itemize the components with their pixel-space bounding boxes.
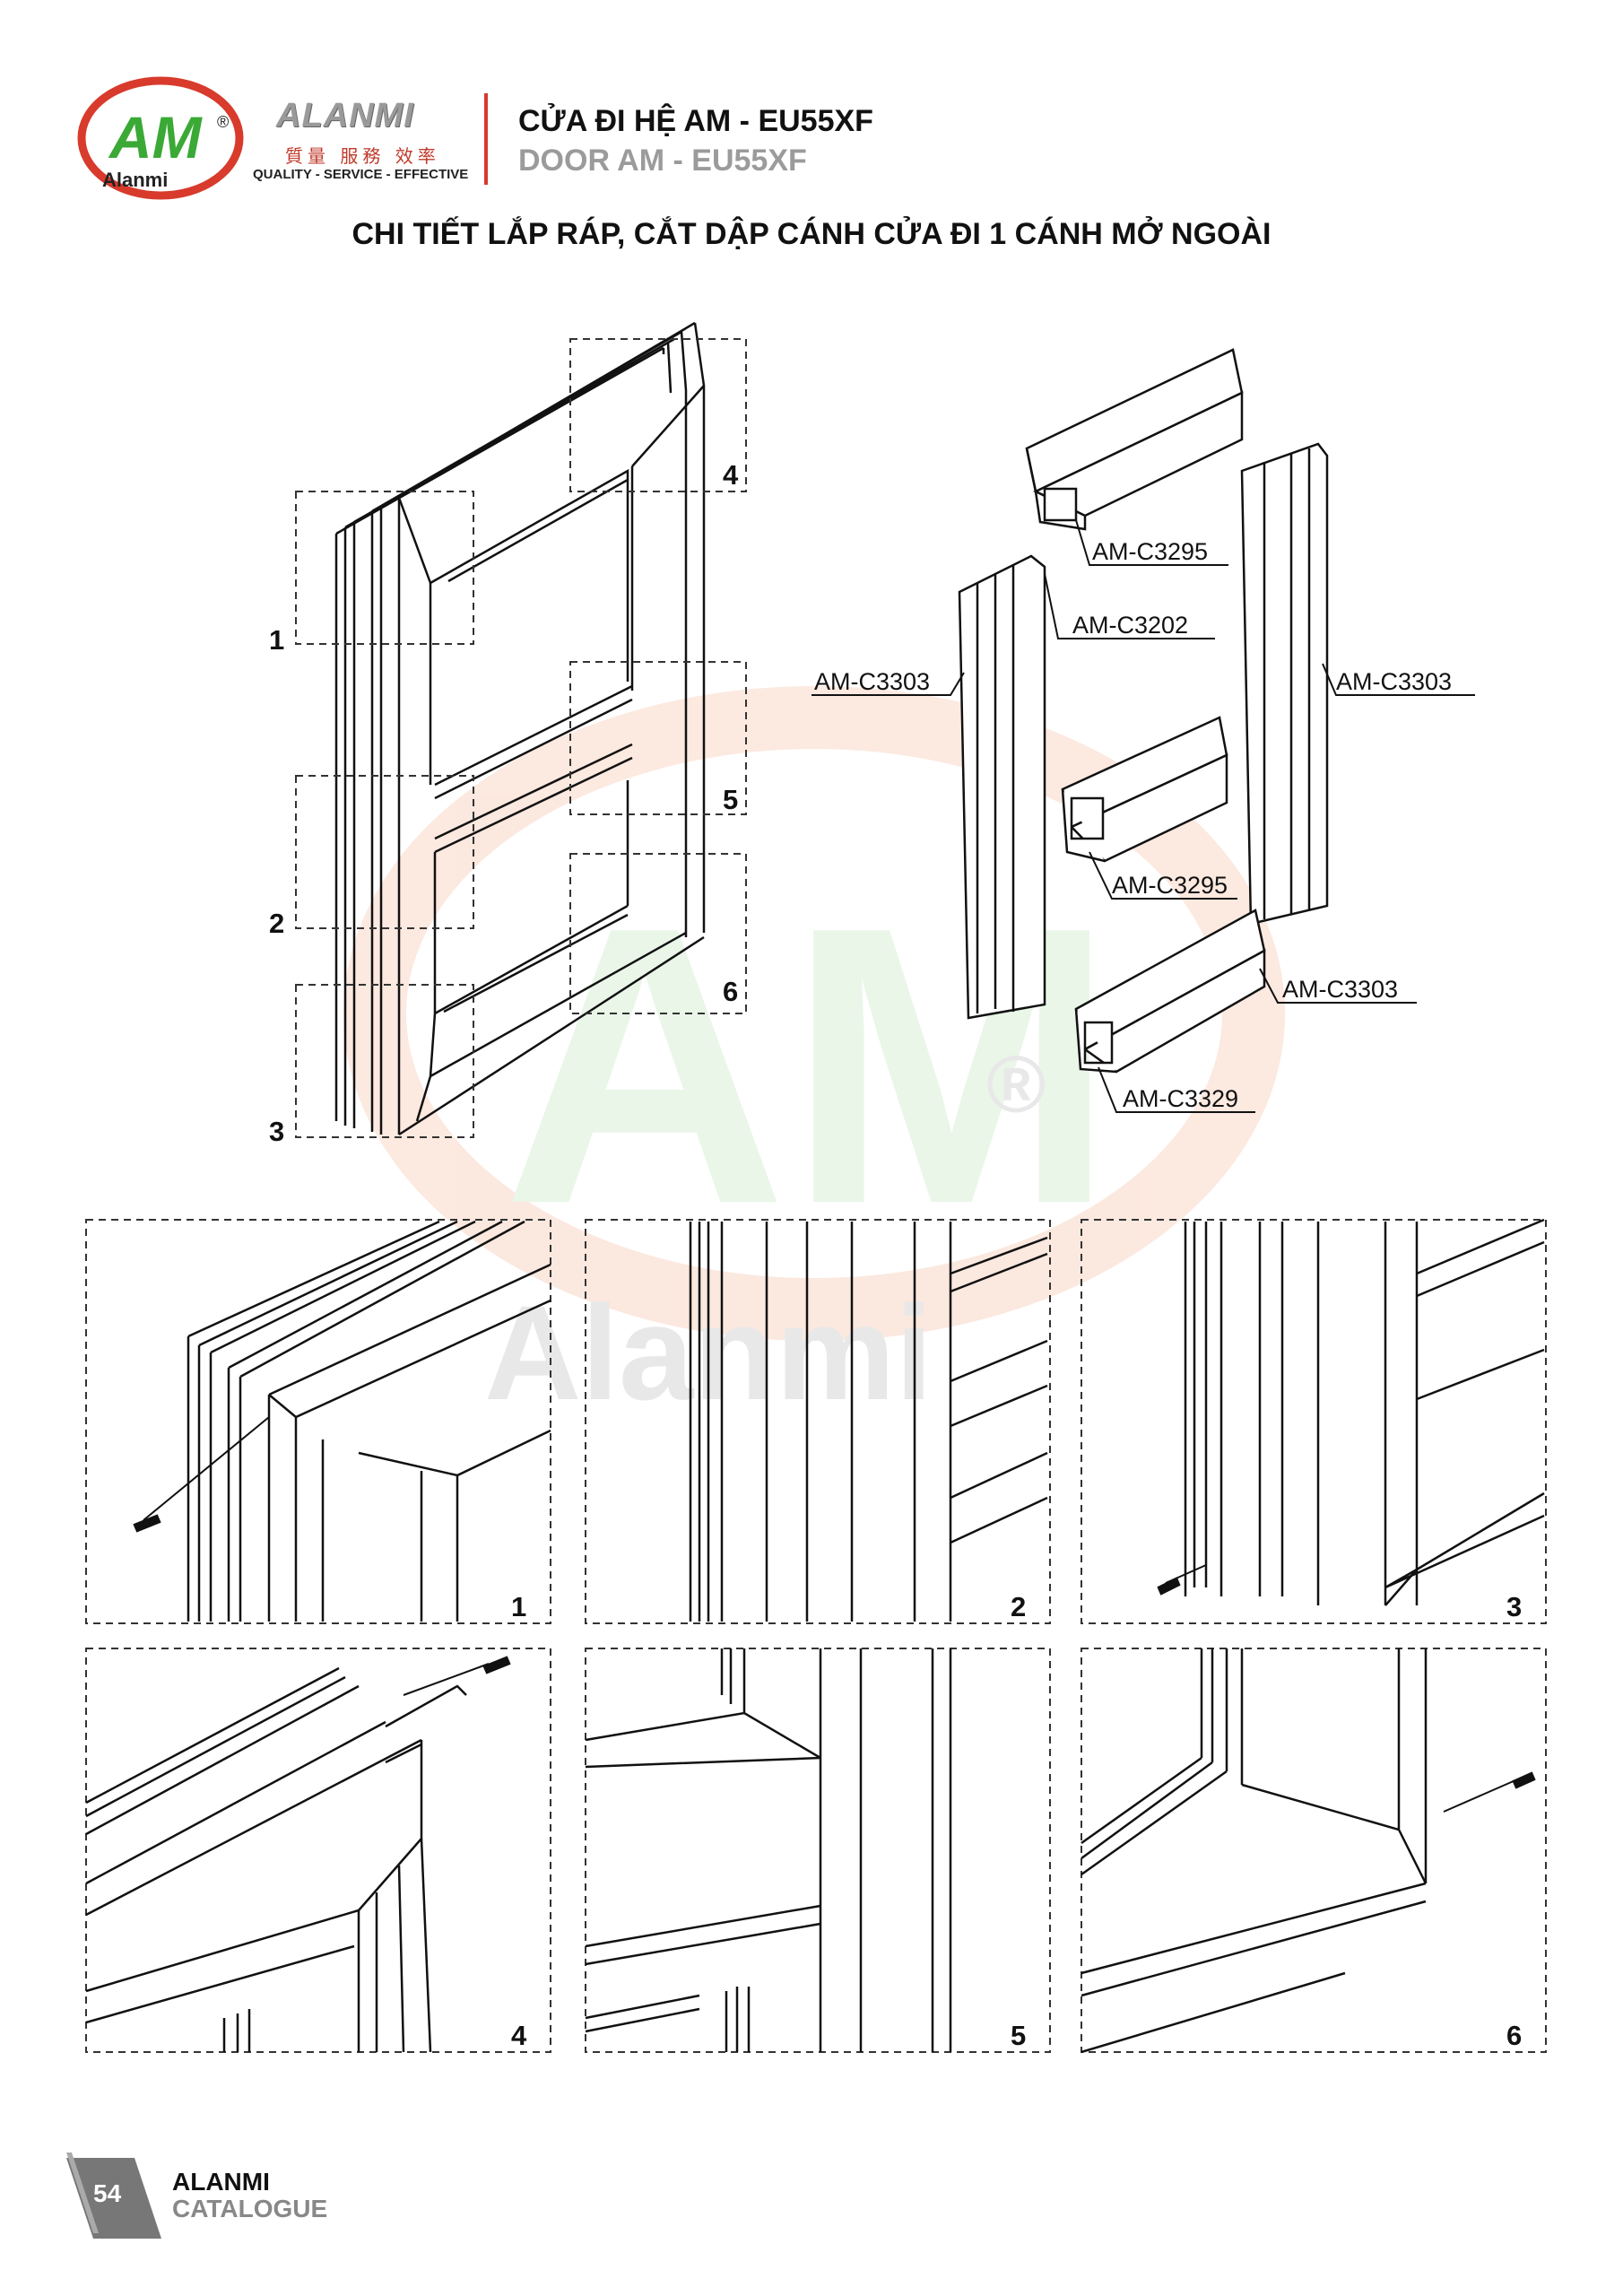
profile-right-stile <box>1240 442 1329 926</box>
callout-number-6: 6 <box>723 976 738 1007</box>
callout-number-2: 2 <box>269 908 284 939</box>
callout-box-2 <box>295 775 474 929</box>
detail-drawing-3 <box>1157 1218 1545 1606</box>
profile-code-bottom-rail: AM-C3303 <box>1282 976 1398 1003</box>
watermark-registered: ® <box>986 1040 1046 1130</box>
callout-number-4: 4 <box>723 459 739 491</box>
footer-catalogue: CATALOGUE <box>172 2195 328 2222</box>
profile-code-bottom-insert: AM-C3329 <box>1123 1085 1238 1112</box>
detail-number-4: 4 <box>511 2020 527 2051</box>
detail-drawing-5 <box>585 1648 952 2052</box>
detail-drawing-1 <box>133 1220 551 1622</box>
profile-left-stile <box>958 554 1046 1020</box>
callout-number-3: 3 <box>269 1116 284 1147</box>
detail-number-5: 5 <box>1011 2020 1026 2051</box>
logo-word-text: Alanmi <box>102 169 168 191</box>
detail-drawing-4 <box>85 1656 511 2053</box>
detail-panel-6 <box>1081 1648 1547 2053</box>
callout-box-1 <box>295 491 474 645</box>
page-number: 54 <box>93 2179 122 2207</box>
detail-number-1: 1 <box>511 1591 526 1622</box>
brand-cjk: 質量 服務 效率 <box>285 145 440 167</box>
detail-number-3: 3 <box>1506 1591 1522 1622</box>
callout-box-3 <box>295 984 474 1138</box>
detail-panel-frames <box>85 1219 1547 2053</box>
brand-tagline: QUALITY - SERVICE - EFFECTIVE <box>253 167 469 182</box>
title-english: DOOR AM - EU55XF <box>518 144 807 178</box>
profile-code-front-stile: AM-C3202 <box>1072 612 1188 639</box>
svg-text:®: ® <box>217 113 229 131</box>
detail-number-6: 6 <box>1506 2020 1522 2051</box>
profile-top-rail <box>1025 348 1244 531</box>
profile-mid-rail <box>1061 716 1228 863</box>
brand-word: ALANMI <box>276 97 414 135</box>
door-sash-drawing <box>334 321 706 1136</box>
title-vietnamese: CỬA ĐI HỆ AM - EU55XF <box>518 104 873 138</box>
detail-panel-1 <box>85 1219 551 1624</box>
detail-panel-3 <box>1081 1219 1547 1624</box>
callout-box-4 <box>569 338 747 492</box>
detail-panel-5 <box>585 1648 1051 2053</box>
callout-box-5 <box>569 661 747 815</box>
profile-code-right-stile: AM-C3303 <box>1336 668 1452 695</box>
profile-code-top-rail: AM-C3295 <box>1092 538 1208 565</box>
detail-number-2: 2 <box>1011 1591 1026 1622</box>
callout-boxes <box>295 338 747 1138</box>
page-number-badge <box>66 2152 161 2239</box>
page-subtitle: CHI TIẾT LẮP RÁP, CẮT DẬP CÁNH CỬA ĐI 1 … <box>352 217 1271 251</box>
logo-mark-text: AM <box>108 104 204 170</box>
alanmi-logo: AM ® Alanmi <box>77 76 244 200</box>
profile-leaders <box>812 519 1475 1113</box>
detail-drawing-6 <box>1081 1648 1536 2054</box>
detail-panel-4 <box>85 1648 551 2053</box>
exploded-profiles <box>958 348 1329 1074</box>
profile-code-left-stile: AM-C3303 <box>814 668 930 695</box>
profile-code-mid-rail: AM-C3295 <box>1112 872 1228 899</box>
callout-box-6 <box>569 853 747 1014</box>
callout-number-5: 5 <box>723 784 738 815</box>
footer-brand: ALANMI <box>172 2168 270 2196</box>
callout-number-1: 1 <box>269 624 284 656</box>
header-divider <box>484 93 488 185</box>
detail-drawing-2 <box>689 1222 1048 1622</box>
detail-panel-2 <box>585 1219 1051 1624</box>
profile-bottom-rail <box>1074 909 1266 1074</box>
